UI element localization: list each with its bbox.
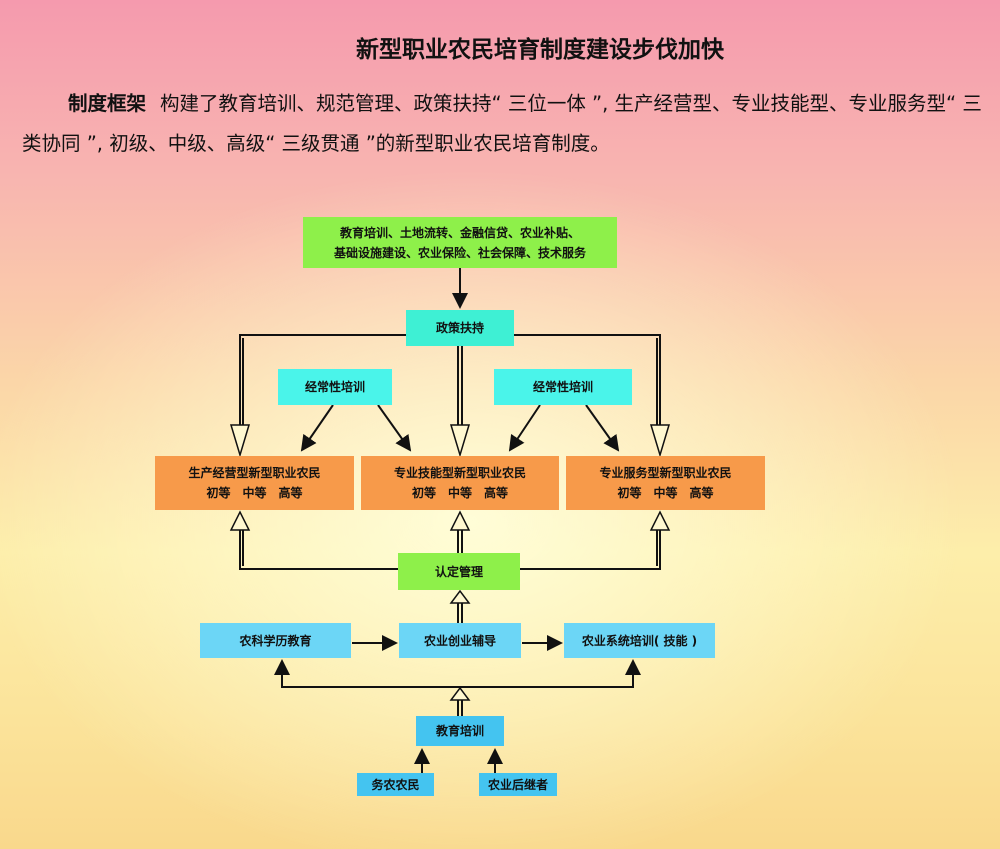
page-title: 新型职业农民培育制度建设步伐加快 [356, 37, 724, 63]
farmer-type-levels: 初等 中等 高等 [617, 486, 714, 500]
edu-row-box: 农业系统培训( 技能 ) [564, 623, 715, 658]
source-box: 务农农民 [357, 773, 434, 796]
farmer-type-name: 生产经营型新型职业农民 [188, 466, 321, 480]
support-line: 基础设施建设、农业保险、社会保障、技术服务 [333, 245, 586, 260]
farmer-type-name: 专业服务型新型职业农民 [599, 466, 732, 480]
education-box: 教育培训 [416, 716, 504, 746]
farmer-type-levels: 初等 中等 高等 [411, 486, 508, 500]
intro-label: 制度框架 [68, 92, 147, 115]
support-line: 教育培训、土地流转、金融信贷、农业补贴、 [339, 225, 580, 240]
policy-box: 政策扶持 [406, 310, 514, 346]
support-measures-box: 教育培训、土地流转、金融信贷、农业补贴、 基础设施建设、农业保险、社会保障、技术… [303, 217, 617, 268]
farmer-type-box: 生产经营型新型职业农民初等 中等 高等 [155, 456, 354, 510]
policy-branch-line [239, 334, 406, 425]
source-box: 农业后继者 [479, 773, 557, 796]
edu-row-box: 农科学历教育 [200, 623, 351, 658]
farmer-type-box: 专业技能型新型职业农民初等 中等 高等 [361, 456, 559, 510]
farmer-type-name: 专业技能型新型职业农民 [393, 466, 526, 480]
certification-box: 认定管理 [398, 553, 520, 590]
training-box-left: 经常性培训 [278, 369, 392, 405]
farmer-type-levels: 初等 中等 高等 [206, 486, 303, 500]
intro-text: 构建了教育培训、规范管理、政策扶持“ 三位一体 ”, 生产经营型、专业技能型、专… [22, 92, 982, 155]
intro-paragraph: 制度框架构建了教育培训、规范管理、政策扶持“ 三位一体 ”, 生产经营型、专业技… [22, 84, 982, 164]
edu-row-box: 农业创业辅导 [399, 623, 521, 658]
training-box-right: 经常性培训 [494, 369, 632, 405]
farmer-type-box: 专业服务型新型职业农民初等 中等 高等 [566, 456, 765, 510]
